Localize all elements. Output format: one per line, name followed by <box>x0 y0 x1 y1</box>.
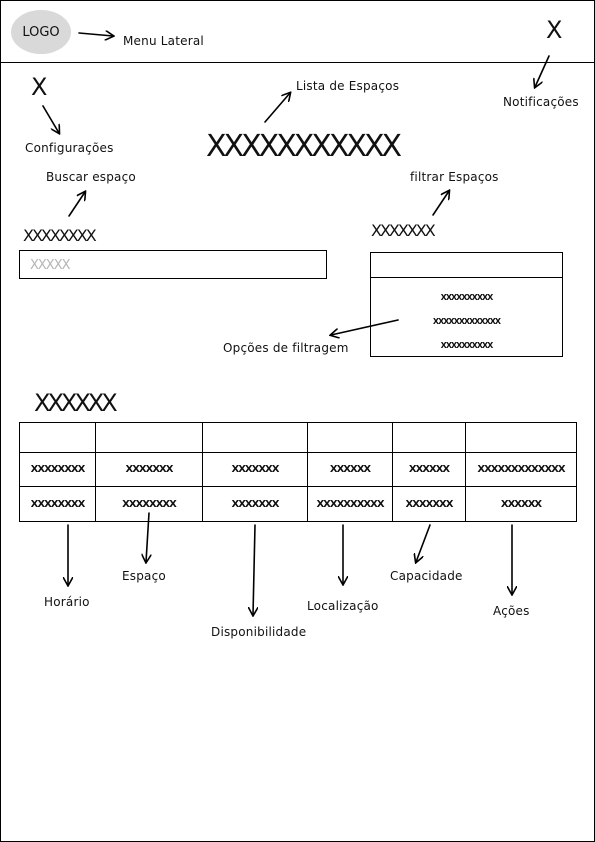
table-header-cell <box>466 423 576 452</box>
row-divider <box>20 452 576 453</box>
logo[interactable]: LOGO <box>11 10 71 54</box>
cell-horario: XXXXXXXX <box>20 487 96 521</box>
table-row[interactable]: XXXXXXXX XXXXXXXX XXXXXXX XXXXXXXXXX XXX… <box>20 487 576 521</box>
cell-acoes[interactable]: XXXXXX <box>500 498 542 510</box>
spaces-table: XXXXXXXX XXXXXXX XXXXXXX XXXXXX XXXXXX X… <box>19 422 577 522</box>
table-header-row <box>20 423 576 452</box>
filter-dropdown-header[interactable] <box>371 253 562 278</box>
logo-text: LOGO <box>22 24 60 40</box>
arrow-menu <box>78 33 113 36</box>
filter-option[interactable]: XXXXXXXXXXXXX <box>432 317 501 326</box>
search-title: XXXXXXXX <box>23 226 97 245</box>
arrow-list <box>264 93 290 123</box>
notifications-icon[interactable]: X <box>546 16 562 44</box>
search-input[interactable] <box>28 251 322 280</box>
cell-localizacao: XXXXXX <box>308 453 393 486</box>
list-title-label: Lista de Espaços <box>296 79 400 93</box>
row-divider <box>20 486 576 487</box>
column-label-espaco: Espaço <box>122 569 166 583</box>
filter-option[interactable]: XXXXXXXXXX <box>440 341 494 350</box>
arrow-search <box>68 192 85 217</box>
cell-disponibilidade: XXXXXXX <box>203 453 308 486</box>
column-label-capacidade: Capacidade <box>390 569 463 583</box>
filter-options-label: Opções de filtragem <box>223 341 349 355</box>
settings-icon[interactable]: X <box>31 73 47 101</box>
cell-disponibilidade: XXXXXXX <box>203 487 308 521</box>
column-label-disponibilidade: Disponibilidade <box>211 625 307 639</box>
arrow-settings <box>42 105 59 133</box>
arrow-capacidade <box>416 524 431 562</box>
filter-dropdown[interactable]: XXXXXXXXXX XXXXXXXXXXXXX XXXXXXXXXX <box>370 252 563 357</box>
column-label-acoes: Ações <box>493 604 530 618</box>
cell-capacidade: XXXXXX <box>393 453 466 486</box>
filter-title: XXXXXXX <box>371 221 436 240</box>
search-label: Buscar espaço <box>46 170 136 184</box>
page-title: XXXXXXXXXXX <box>206 129 402 164</box>
arrow-filter <box>432 191 449 216</box>
cell-horario: XXXXXXXX <box>20 453 96 486</box>
column-label-localizacao: Localização <box>307 599 379 613</box>
cell-espaco: XXXXXXXX <box>96 487 203 521</box>
table-header-cell <box>393 423 466 452</box>
table-header-cell <box>20 423 96 452</box>
table-header-cell <box>96 423 203 452</box>
table-header-cell <box>308 423 393 452</box>
cell-espaco: XXXXXXX <box>96 453 203 486</box>
arrow-notifications <box>535 55 550 87</box>
menu-lateral-label: Menu Lateral <box>123 34 204 48</box>
search-box <box>19 250 327 280</box>
cell-capacidade: XXXXXXX <box>393 487 466 521</box>
settings-label: Configurações <box>25 141 114 155</box>
table-header-cell <box>203 423 308 452</box>
table-row[interactable]: XXXXXXXX XXXXXXX XXXXXXX XXXXXX XXXXXX X… <box>20 453 576 486</box>
table-title: XXXXXX <box>34 389 118 417</box>
cell-acoes[interactable]: XXXXXXXXXXXXX <box>477 464 565 475</box>
cell-localizacao: XXXXXXXXXX <box>308 487 393 521</box>
filter-option[interactable]: XXXXXXXXXX <box>440 293 494 302</box>
header-divider <box>1 62 594 63</box>
arrow-disponibilidade <box>253 524 255 615</box>
column-label-horario: Horário <box>44 595 90 609</box>
notifications-label: Notificações <box>503 95 579 109</box>
filter-label: filtrar Espaços <box>410 170 499 184</box>
